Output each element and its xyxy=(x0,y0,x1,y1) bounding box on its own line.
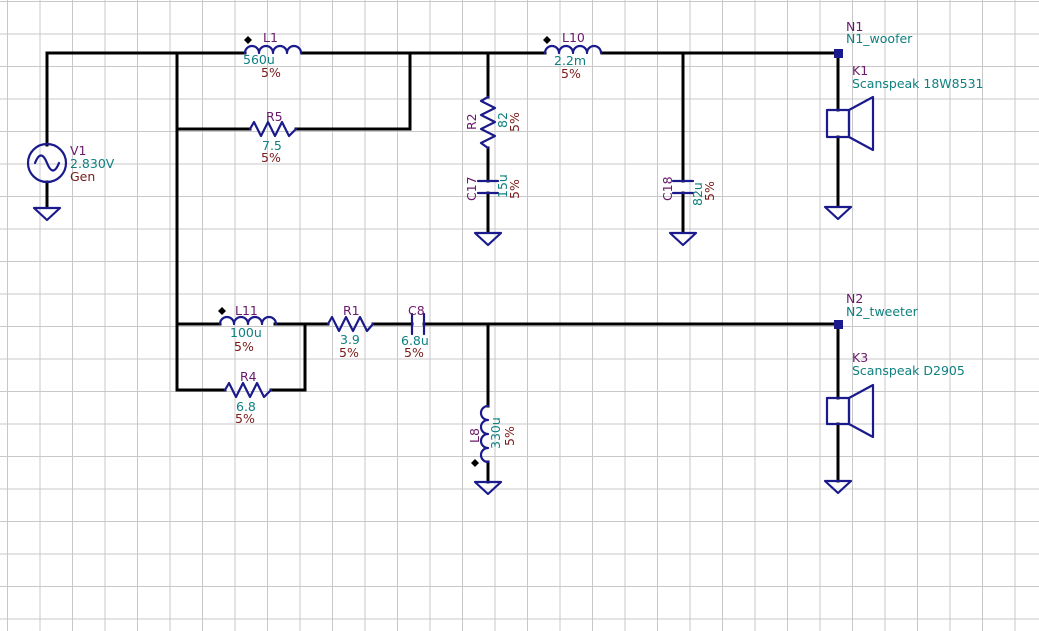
v1-sub: Gen xyxy=(70,169,95,184)
resistor-r5[interactable]: R5 7.5 5% xyxy=(248,109,298,165)
node-n1[interactable]: N1 N1_woofer xyxy=(834,19,913,58)
c8-tol: 5% xyxy=(404,345,424,360)
sine-icon xyxy=(33,154,61,172)
l1-value: 560u xyxy=(243,52,275,67)
ac-source-icon xyxy=(26,142,68,184)
l11-tol: 5% xyxy=(234,339,254,354)
l8-ref: L8 xyxy=(467,428,482,443)
c17-value: 15u xyxy=(495,174,510,198)
l8-value: 330u xyxy=(488,417,503,449)
node-marker-icon xyxy=(834,320,843,329)
r5-tol: 5% xyxy=(261,150,281,165)
capacitor-c17[interactable]: C17 15u 5% xyxy=(464,174,522,201)
l11-ref: L11 xyxy=(235,303,258,318)
ground-icon xyxy=(823,205,853,221)
r1-tol: 5% xyxy=(339,345,359,360)
ground-icon xyxy=(823,479,853,495)
resistor-r2[interactable]: R2 82 5% xyxy=(464,95,522,150)
speaker-k3[interactable]: K3 Scanspeak D2905 xyxy=(825,350,965,439)
capacitor-plates-icon xyxy=(671,179,695,195)
polarity-dot-icon xyxy=(218,307,226,315)
resistor-r1[interactable]: R1 3.9 5% xyxy=(326,303,375,360)
node-n2[interactable]: N2 N2_tweeter xyxy=(834,291,919,329)
polarity-dot-icon xyxy=(244,36,252,44)
c8-ref: C8 xyxy=(408,303,425,318)
v1-ref: V1 xyxy=(70,143,87,158)
l10-tol: 5% xyxy=(561,66,581,81)
r2-tol: 5% xyxy=(507,112,522,132)
polarity-dot-icon xyxy=(543,36,551,44)
k1-ref: K1 xyxy=(852,63,868,78)
speaker-cone-icon xyxy=(847,95,875,152)
k3-ref: K3 xyxy=(852,350,868,365)
resistor-r4[interactable]: R4 6.8 5% xyxy=(223,369,273,426)
r4-ref: R4 xyxy=(240,369,257,384)
n2-name: N2_tweeter xyxy=(846,304,919,319)
coil-icon xyxy=(243,44,303,55)
c17-ref: C17 xyxy=(464,176,479,201)
c8-value: 6.8u xyxy=(401,333,429,348)
coil-icon xyxy=(218,315,278,326)
l1-tol: 5% xyxy=(261,65,281,80)
r5-value: 7.5 xyxy=(262,138,282,153)
capacitor-c8[interactable]: C8 6.8u 5% xyxy=(401,303,429,360)
ground-icon xyxy=(473,480,503,496)
l10-value: 2.2m xyxy=(554,53,586,68)
ground-icon xyxy=(668,231,698,247)
capacitor-plates-icon xyxy=(476,179,500,195)
speaker-magnet-icon xyxy=(825,396,851,426)
r5-ref: R5 xyxy=(266,109,283,124)
l11-value: 100u xyxy=(230,325,262,340)
inductor-l10[interactable]: L10 2.2m 5% xyxy=(543,30,603,81)
n1-name: N1_woofer xyxy=(846,31,913,46)
r2-value: 82 xyxy=(495,112,510,128)
grounds xyxy=(32,205,853,496)
r4-value: 6.8 xyxy=(236,399,256,414)
inductor-l1[interactable]: L1 560u 5% xyxy=(243,30,303,80)
k3-model: Scanspeak D2905 xyxy=(852,363,965,378)
speaker-k1[interactable]: K1 Scanspeak 18W8531 xyxy=(825,63,983,152)
v1-value: 2.830V xyxy=(70,156,115,171)
c17-tol: 5% xyxy=(507,179,522,199)
resistor-zigzag-icon xyxy=(326,315,375,333)
resistor-zigzag-icon xyxy=(248,120,298,138)
l10-ref: L10 xyxy=(562,30,585,45)
c18-ref: C18 xyxy=(660,176,675,201)
r1-ref: R1 xyxy=(343,303,360,318)
resistor-zigzag-icon xyxy=(479,95,497,150)
c18-value: 82u xyxy=(690,182,705,206)
polarity-dot-icon xyxy=(471,459,479,467)
wires xyxy=(45,51,840,484)
k1-model: Scanspeak 18W8531 xyxy=(852,76,983,91)
l1-ref: L1 xyxy=(263,30,278,45)
speaker-cone-icon xyxy=(847,383,875,439)
source-v1[interactable]: V1 2.830V Gen xyxy=(26,142,115,184)
n2-ref: N2 xyxy=(846,291,863,306)
inductor-l11[interactable]: L11 100u 5% xyxy=(218,303,278,354)
resistor-zigzag-icon xyxy=(223,381,273,399)
ground-icon xyxy=(473,231,503,247)
node-marker-icon xyxy=(834,49,843,58)
r4-tol: 5% xyxy=(235,411,255,426)
capacitor-plates-icon xyxy=(410,312,426,336)
l8-tol: 5% xyxy=(502,426,517,446)
inductor-l8[interactable]: L8 330u 5% xyxy=(467,404,517,467)
speaker-magnet-icon xyxy=(825,108,851,139)
coil-icon xyxy=(479,404,490,464)
ground-icon xyxy=(32,206,62,222)
capacitor-c18[interactable]: C18 82u 5% xyxy=(660,176,717,206)
r2-ref: R2 xyxy=(464,113,479,130)
r1-value: 3.9 xyxy=(340,332,360,347)
n1-ref: N1 xyxy=(846,19,863,34)
c18-tol: 5% xyxy=(702,181,717,201)
coil-icon xyxy=(543,44,603,55)
